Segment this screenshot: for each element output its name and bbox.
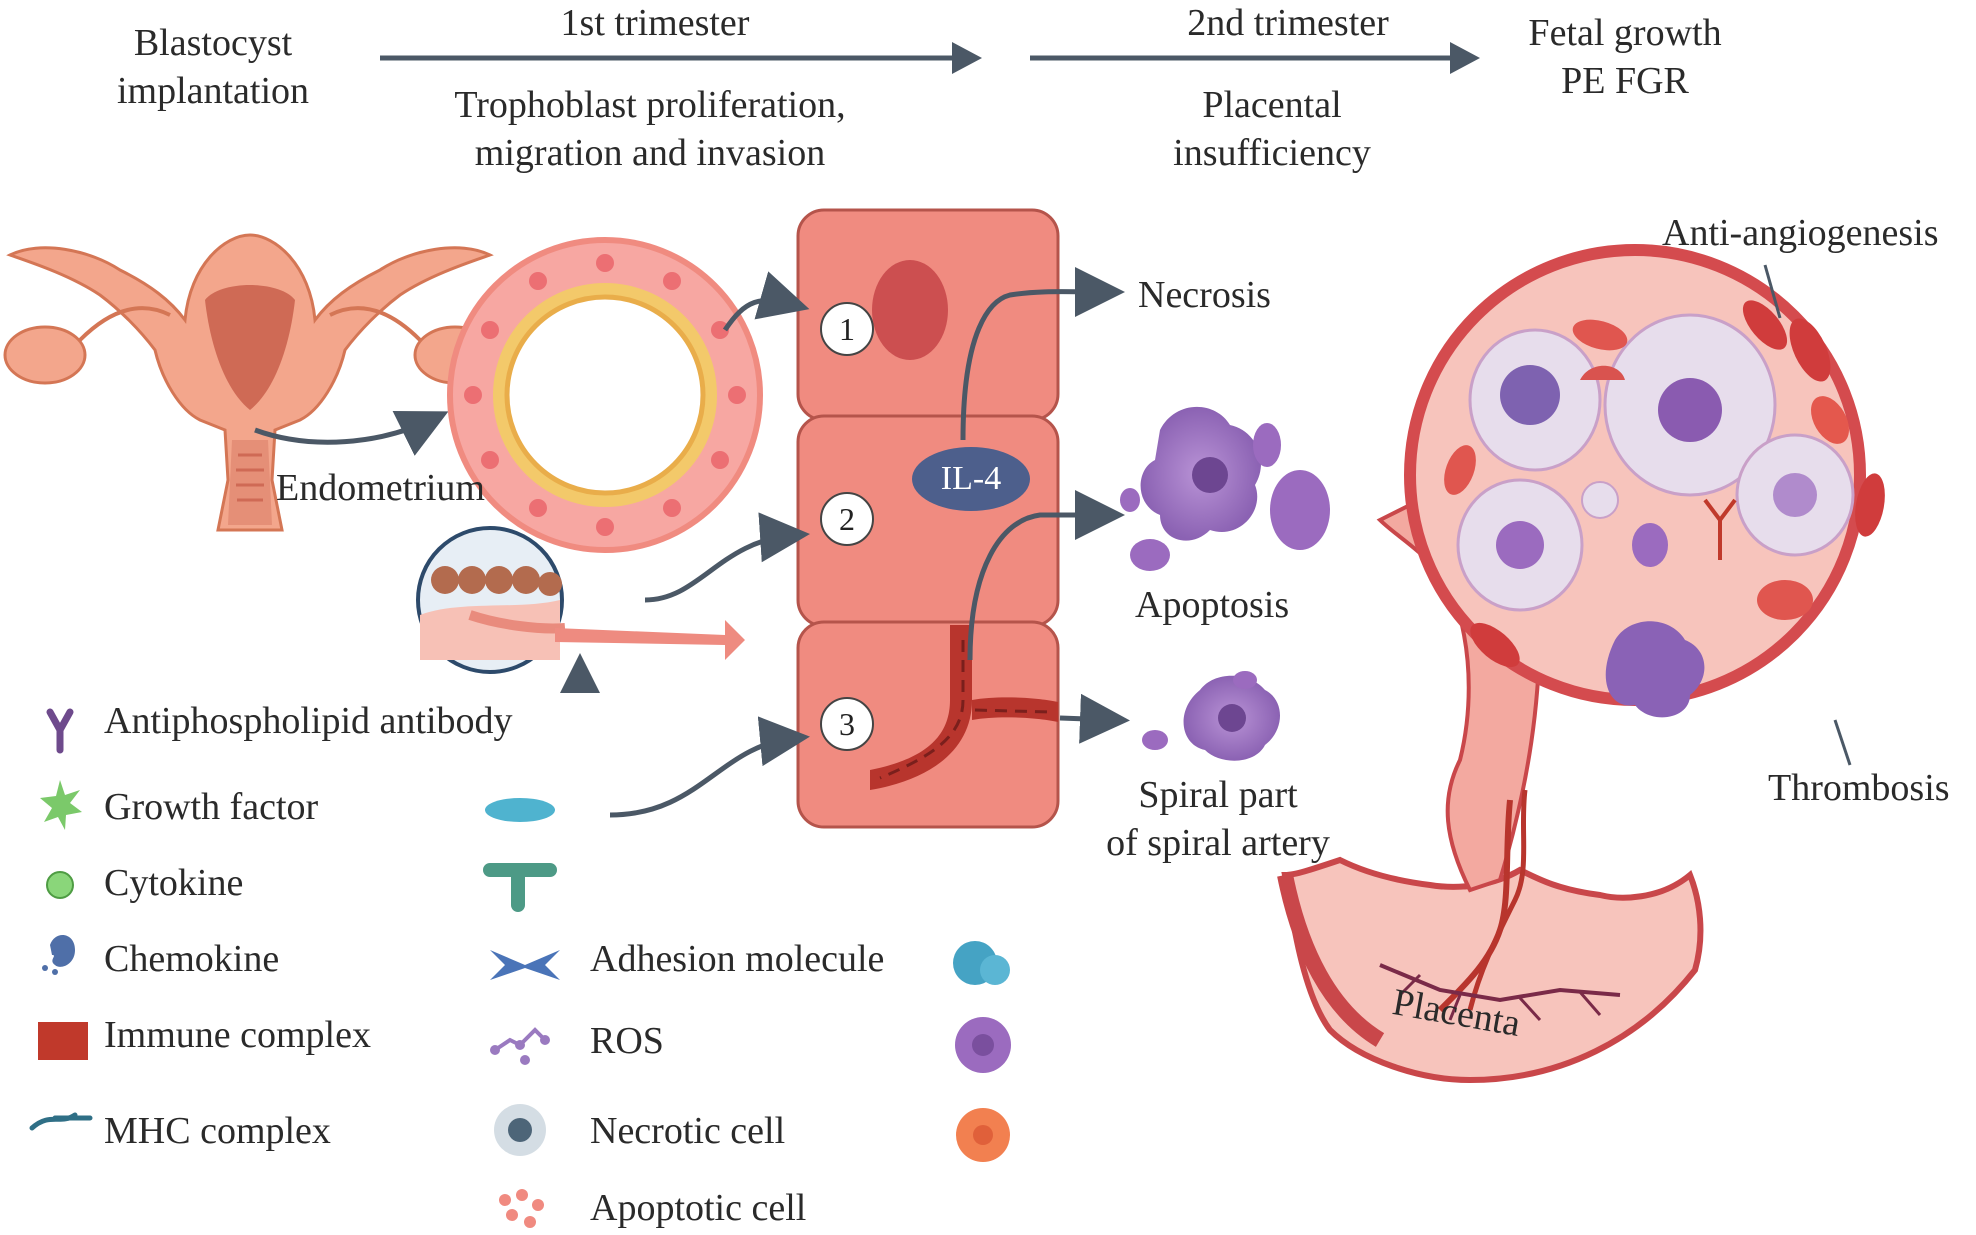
apoptotic-cells xyxy=(1120,406,1330,761)
arrow-to-necrosis xyxy=(960,266,1125,441)
timeline-stage-blastocyst: Blastocyst implantation xyxy=(117,20,309,115)
label-thrombosis: Thrombosis xyxy=(1768,767,1950,809)
cytokine-icon xyxy=(46,871,74,899)
trimester-2-desc-line1: Placental xyxy=(1202,84,1342,126)
uterus-illustration xyxy=(3,233,497,532)
label-necrosis: Necrosis xyxy=(1138,274,1271,316)
timeline-trimester-1: 1st trimester xyxy=(560,2,750,44)
antibody-icon xyxy=(46,708,74,754)
legend-item-label: Necrotic cell xyxy=(590,1110,786,1152)
receptor-icon xyxy=(483,863,557,912)
timeline-trimester-2: 2nd trimester xyxy=(1187,2,1389,44)
growth-factor-icon xyxy=(40,780,82,830)
trimester-1-desc-line1: Trophoblast proliferation, xyxy=(454,84,846,126)
label-spiral-line2: of spiral artery xyxy=(1106,821,1330,864)
legend-item-label: Apoptotic cell xyxy=(590,1187,807,1229)
timeline-outcome-line2: PE FGR xyxy=(1561,59,1689,102)
step-3-badge: 3 xyxy=(820,697,874,751)
placenta-illustration xyxy=(1277,244,1885,1084)
arrow-to-cell-3 xyxy=(609,716,810,818)
label-anti-angiogenesis: Anti-angiogenesis xyxy=(1662,212,1939,254)
apoptotic-cell-icon xyxy=(499,1189,544,1228)
timeline-outcome-line1: Fetal growth xyxy=(1528,12,1722,54)
timeline-trimester-1-desc: Trophoblast proliferation, migration and… xyxy=(454,82,845,177)
arrow-to-apoptosis xyxy=(967,490,1125,661)
timeline-outcome: Fetal growth PE FGR xyxy=(1528,10,1721,105)
legend-item-label: Growth factor xyxy=(104,786,319,828)
label-apoptosis: Apoptosis xyxy=(1135,584,1290,626)
timeline-trimester-2-desc: Placental insufficiency xyxy=(1173,82,1371,177)
label-spiral-line1: Spiral part xyxy=(1138,774,1298,816)
mhc-complex-icon xyxy=(29,1112,93,1131)
receptor-icon xyxy=(485,798,555,822)
legend-item-label: Antiphospholipid antibody xyxy=(104,700,513,742)
immune-complex-icon xyxy=(38,1022,88,1060)
il4-badge: IL-4 xyxy=(912,447,1030,511)
legend-item-label: ROS xyxy=(590,1020,664,1062)
cell-type-icon xyxy=(955,1017,1011,1073)
step-2-badge: 2 xyxy=(820,492,874,546)
legend-item-label: Immune complex xyxy=(104,1014,371,1056)
timeline-arrow-2 xyxy=(1030,42,1480,74)
cell-type-icon xyxy=(953,941,1010,985)
timeline-stage-blastocyst-line2: implantation xyxy=(116,69,310,112)
adhesion-molecule-icon xyxy=(490,950,560,980)
timeline-stage-blastocyst-line1: Blastocyst xyxy=(133,22,293,64)
blastocyst-illustration xyxy=(447,237,763,553)
step-1-badge: 1 xyxy=(820,302,874,356)
label-spiral-artery: Spiral part of spiral artery xyxy=(1106,772,1330,867)
legend-item-label: MHC complex xyxy=(104,1110,331,1152)
label-endometrium: Endometrium xyxy=(276,467,485,509)
invasion-arrow xyxy=(555,620,745,660)
arrow-to-cell-1 xyxy=(722,271,810,332)
cell-type-icon xyxy=(956,1108,1010,1162)
legend-item-label: Cytokine xyxy=(104,862,244,904)
arrow-uterus-to-blastocyst xyxy=(254,410,449,456)
ros-icon xyxy=(490,1027,550,1065)
chemokine-icon xyxy=(42,934,75,975)
arrow-to-cell-2 xyxy=(644,512,810,603)
timeline-arrow-1 xyxy=(380,42,982,74)
trimester-1-desc-line2: migration and invasion xyxy=(474,131,826,174)
necrotic-cell-icon xyxy=(494,1104,546,1156)
arrow-to-spiral xyxy=(1059,693,1130,744)
trimester-2-desc-line2: insufficiency xyxy=(1173,131,1371,174)
legend-item-label: Adhesion molecule xyxy=(590,938,885,980)
legend-item-label: Chemokine xyxy=(104,938,280,980)
